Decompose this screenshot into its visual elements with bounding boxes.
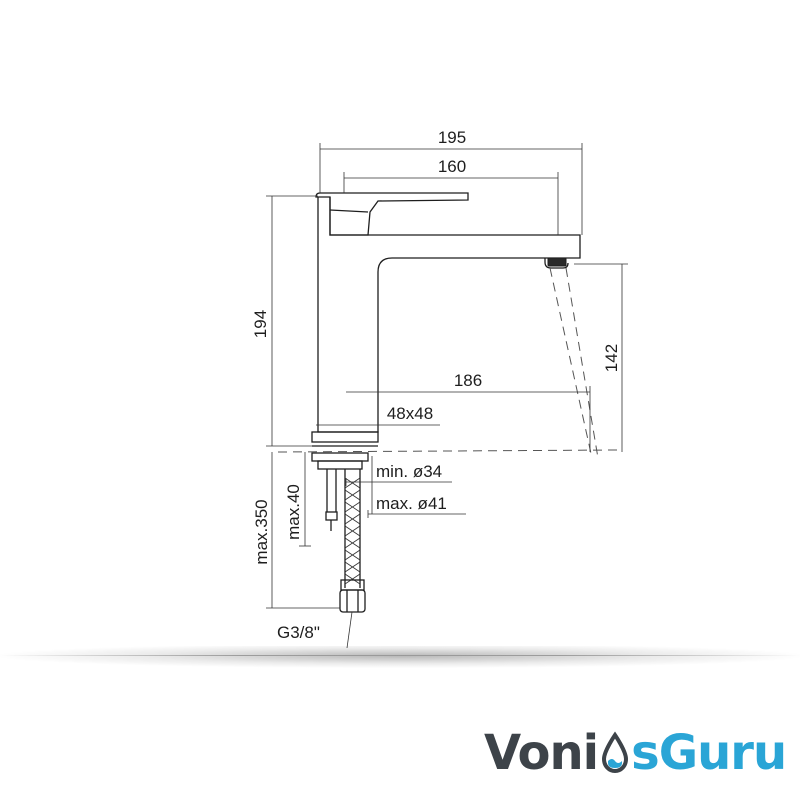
label-water-reach: 186: [454, 371, 482, 390]
water-drop-icon: [600, 731, 630, 775]
label-hole-max: max. ø41: [376, 494, 447, 513]
label-thread: G3/8": [277, 623, 320, 642]
label-spout-height: 142: [602, 344, 621, 372]
logo-text-part2: sGuru: [631, 725, 787, 781]
dimension-lines: [266, 143, 628, 609]
label-base-size: 48x48: [387, 404, 433, 423]
shelf-shadow: [0, 646, 800, 668]
voniosguru-logo[interactable]: Voni sGuru: [484, 724, 787, 782]
logo-text-part1: Voni: [484, 725, 599, 781]
under-deck-fixing: [311, 452, 369, 649]
label-spout-reach: 160: [438, 157, 466, 176]
faucet-body: [311, 192, 581, 447]
water-jet-lines: [277, 267, 619, 459]
label-max-hose: max.350: [252, 499, 271, 564]
label-hole-min: min. ø34: [376, 462, 442, 481]
label-height: 194: [251, 310, 270, 338]
dimension-labels: 195 160 194 142 186 48x48 min. ø34 max. …: [251, 128, 621, 642]
label-max-deck: max.40: [284, 484, 303, 540]
shelf-line: [0, 655, 800, 656]
label-total-length: 195: [438, 128, 466, 147]
